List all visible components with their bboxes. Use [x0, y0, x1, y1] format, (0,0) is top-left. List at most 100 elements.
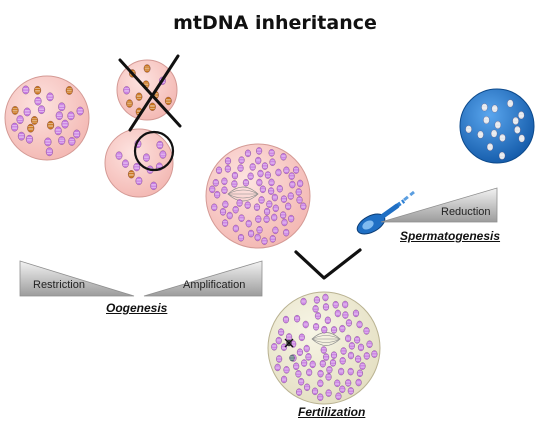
mitochondrion-icon	[226, 211, 233, 220]
mitochondrion-icon	[324, 316, 331, 325]
reduction-label: Reduction	[441, 206, 491, 218]
mitochondrion-icon	[518, 134, 526, 143]
mitochondrion-icon	[356, 369, 364, 378]
mitochondrion-icon	[238, 156, 245, 164]
mitochondrion-icon	[23, 107, 31, 117]
oocyte-precursor-cell	[4, 75, 90, 161]
mitochondrion-icon	[283, 228, 290, 237]
mitochondrion-icon	[73, 129, 81, 139]
mitochondrion-icon	[506, 99, 514, 108]
mitochondrion-icon	[10, 122, 19, 132]
mitochondrion-icon	[356, 320, 363, 329]
mitochondrion-icon	[300, 202, 307, 211]
mitochondrion-icon	[345, 379, 352, 387]
mitochondrion-icon	[215, 166, 223, 175]
mitochondrion-icon	[268, 149, 275, 157]
mitochondrion-icon	[267, 187, 275, 195]
mitochondrion-icon	[236, 199, 243, 207]
mitochondrion-icon	[231, 180, 238, 188]
fertilization-label: Fertilization	[298, 405, 366, 419]
mitochondrion-icon	[272, 226, 279, 235]
mitochondrion-icon	[16, 115, 24, 125]
mitochondrion-icon	[285, 202, 292, 211]
mitochondrion-icon	[55, 111, 63, 121]
mitochondrion-icon	[494, 120, 502, 129]
mitochondrion-icon	[127, 170, 135, 179]
mitochondrion-icon	[276, 184, 283, 193]
mitochondrion-icon	[37, 105, 46, 115]
mitochondrion-icon	[263, 207, 271, 216]
mitochondrion-icon	[247, 229, 255, 238]
mitochondrion-icon	[272, 204, 279, 213]
mitochondrion-icon	[133, 162, 141, 172]
mitochondrion-icon	[359, 362, 366, 370]
restriction-label: Restriction	[33, 279, 85, 291]
mitochondrion-icon	[121, 159, 129, 168]
mitochondrion-icon	[347, 367, 354, 376]
oogenesis-label: Oogenesis	[106, 301, 168, 315]
mitochondrion-icon	[280, 152, 287, 161]
mitochondrion-icon	[330, 351, 338, 359]
mitochondrion-icon	[363, 327, 370, 335]
mitochondrion-icon	[348, 342, 355, 350]
mitochondrion-icon	[283, 366, 290, 374]
mitochondrion-icon	[287, 192, 294, 200]
mitochondrion-icon	[354, 336, 361, 344]
mitochondrion-icon	[221, 219, 229, 227]
mitochondrion-icon	[25, 134, 34, 144]
mitochondrion-icon	[135, 176, 143, 186]
mitochondrion-icon	[232, 205, 239, 214]
mitochondrion-icon	[221, 186, 228, 195]
mitochondrion-icon	[296, 348, 304, 357]
mitochondrion-icon	[76, 106, 84, 116]
mitochondrion-icon	[224, 165, 231, 173]
mitochondrion-icon	[159, 150, 167, 159]
mitochondrion-icon	[255, 156, 262, 165]
mitochondrion-icon	[164, 96, 172, 106]
mitochondrion-icon	[125, 99, 133, 108]
mitochondrion-icon	[293, 314, 301, 323]
mitochondrion-icon	[242, 178, 250, 187]
mitochondrion-icon	[298, 377, 305, 386]
mitochondrion-icon	[11, 105, 19, 115]
mitochondrion-icon	[309, 360, 316, 369]
mitochondrion-icon	[321, 325, 328, 334]
mitochondrion-icon	[271, 213, 278, 222]
spindle-icon	[311, 332, 341, 346]
mitochondrion-icon	[477, 130, 484, 139]
mitochondrion-icon	[289, 354, 295, 362]
mitochondrion-icon	[297, 179, 304, 188]
mitochondrion-icon	[261, 237, 268, 245]
fertilization-arrow	[294, 248, 362, 280]
mitochondrion-icon	[481, 103, 488, 112]
mitochondrion-icon	[280, 343, 288, 352]
selection-circle-icon	[133, 130, 175, 172]
mitochondrion-icon	[322, 353, 330, 361]
mitochondrion-icon	[352, 309, 360, 318]
mitochondrion-icon	[30, 116, 39, 125]
mitochondrion-icon	[514, 125, 521, 134]
mitochondria-layer	[10, 64, 526, 402]
mitochondrion-icon	[249, 163, 256, 171]
mitochondrion-icon	[319, 359, 326, 368]
mitochondrion-icon	[320, 346, 327, 354]
mitochondrion-icon	[258, 196, 265, 204]
mitochondrion-icon	[68, 136, 76, 146]
mitochondrion-icon	[247, 172, 254, 181]
mitochondrion-icon	[237, 164, 244, 172]
mitochondrion-icon	[289, 180, 296, 189]
mitochondrion-icon	[371, 350, 378, 358]
mitochondrion-icon	[67, 111, 75, 121]
mitochondrion-icon	[209, 185, 216, 194]
mitochondrion-icon	[338, 367, 345, 376]
mitochondrion-icon	[339, 324, 346, 333]
amplification-wedge	[143, 260, 263, 297]
mitochondrion-icon	[261, 162, 269, 170]
mitochondrion-icon	[292, 166, 300, 174]
page-title: mtDNA inheritance	[173, 12, 377, 34]
mitochondrion-icon	[256, 178, 263, 187]
mitochondrion-icon	[280, 375, 288, 384]
mitochondrion-icon	[290, 340, 297, 348]
